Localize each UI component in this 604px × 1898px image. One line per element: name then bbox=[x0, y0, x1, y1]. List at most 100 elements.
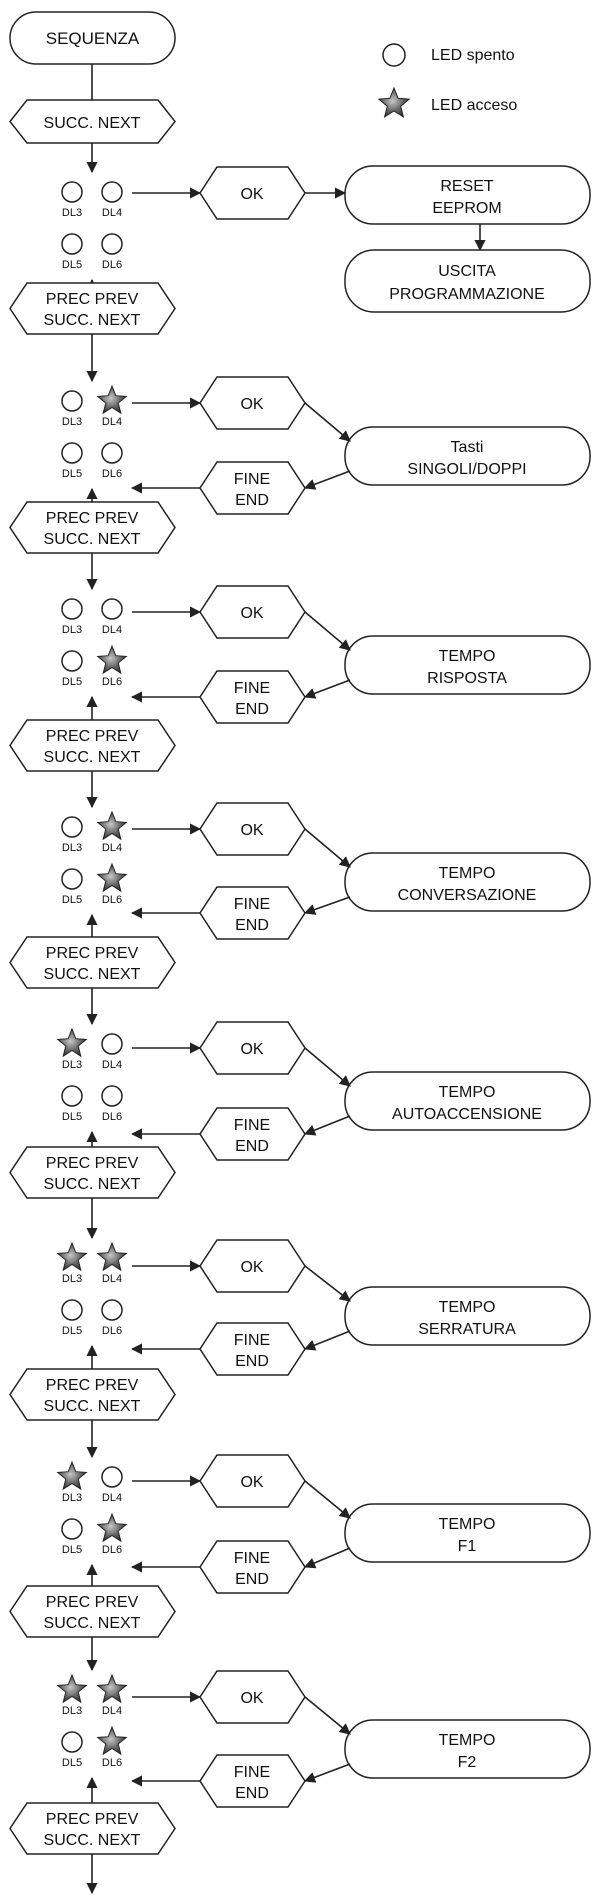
ok-button-8: OK bbox=[199, 1670, 306, 1724]
nav-label-line1: PREC PREV bbox=[46, 291, 139, 308]
action-label-line1: TEMPO bbox=[439, 1732, 496, 1749]
ok-button-5: OK bbox=[199, 1021, 306, 1075]
nav-first-label: SUCC. NEXT bbox=[44, 115, 141, 132]
led-on-icon bbox=[96, 1241, 128, 1272]
led-label: DL4 bbox=[102, 1059, 122, 1071]
led-off-icon bbox=[61, 390, 83, 412]
ok-label: OK bbox=[240, 396, 263, 413]
action-to-end-arrow bbox=[303, 1115, 351, 1136]
end-label-line2: END bbox=[235, 1785, 269, 1802]
led-label: DL4 bbox=[102, 207, 122, 219]
led-label: DL5 bbox=[62, 1757, 82, 1769]
action-to-end-arrow bbox=[303, 470, 351, 490]
led-label: DL4 bbox=[102, 842, 122, 854]
nav-label-line1: PREC PREV bbox=[46, 1594, 139, 1611]
led-off-icon bbox=[61, 598, 83, 620]
nav-label-line2: SUCC. NEXT bbox=[44, 1398, 141, 1415]
led-off-icon bbox=[61, 868, 83, 890]
led-label: DL3 bbox=[62, 1492, 82, 1504]
action-label-line1: Tasti bbox=[451, 439, 484, 456]
nav-label-line1: PREC PREV bbox=[46, 1155, 139, 1172]
led-label: DL5 bbox=[62, 1111, 82, 1123]
led-off-icon bbox=[101, 442, 123, 464]
led-label: DL4 bbox=[102, 1492, 122, 1504]
ok-to-action-arrow bbox=[304, 828, 351, 868]
led-label: DL3 bbox=[62, 207, 82, 219]
led-label: DL5 bbox=[62, 894, 82, 906]
led-off-icon bbox=[101, 598, 123, 620]
nav-label-line2: SUCC. NEXT bbox=[44, 312, 141, 329]
led-label: DL3 bbox=[62, 1705, 82, 1717]
action-to-end-arrow bbox=[303, 679, 351, 699]
nav-box-1: PREC PREV SUCC. NEXT bbox=[9, 282, 176, 335]
nav-first-box: SUCC. NEXT bbox=[9, 99, 176, 144]
end-label-line1: FINE bbox=[234, 896, 270, 913]
end-label-line1: FINE bbox=[234, 1550, 270, 1567]
ok-to-action-arrow bbox=[304, 1265, 351, 1302]
led-label: DL5 bbox=[62, 1325, 82, 1337]
led-off-icon bbox=[61, 650, 83, 672]
led-label: DL4 bbox=[102, 624, 122, 636]
nav-label-line2: SUCC. NEXT bbox=[44, 1615, 141, 1632]
led-on-icon bbox=[96, 1673, 128, 1704]
led-label: DL6 bbox=[102, 1111, 122, 1123]
action-label-line1: TEMPO bbox=[439, 1516, 496, 1533]
ok-button-2: OK bbox=[199, 376, 306, 430]
led-label: DL4 bbox=[102, 1273, 122, 1285]
end-label-line2: END bbox=[235, 1138, 269, 1155]
exit-label-line2: PROGRAMMAZIONE bbox=[389, 286, 545, 303]
action-label-line2: SINGOLI/DOPPI bbox=[407, 461, 526, 478]
led-off-icon bbox=[101, 233, 123, 255]
action-label-line2: AUTOACCENSIONE bbox=[392, 1106, 542, 1123]
action-label-line1: TEMPO bbox=[439, 1299, 496, 1316]
action-to-end-arrow bbox=[303, 1330, 351, 1351]
legend: LED spento LED acceso bbox=[377, 43, 517, 118]
led-off-icon bbox=[61, 1299, 83, 1321]
led-label: DL4 bbox=[102, 416, 122, 428]
end-button-7: FINE END bbox=[199, 1540, 306, 1594]
led-label: DL5 bbox=[62, 1544, 82, 1556]
end-label-line1: FINE bbox=[234, 680, 270, 697]
action-label-line2: F2 bbox=[458, 1754, 477, 1771]
ok-button-4: OK bbox=[199, 802, 306, 856]
led-off-icon bbox=[101, 1033, 123, 1055]
action-to-end-arrow bbox=[303, 1547, 351, 1569]
ok-label: OK bbox=[240, 186, 263, 203]
led-label: DL6 bbox=[102, 259, 122, 271]
end-label-line2: END bbox=[235, 1571, 269, 1588]
ok-to-action-arrow bbox=[304, 1047, 351, 1087]
ok-label: OK bbox=[240, 605, 263, 622]
led-off-icon bbox=[61, 1085, 83, 1107]
nav-label-line2: SUCC. NEXT bbox=[44, 1832, 141, 1849]
led-on-icon bbox=[96, 384, 128, 415]
led-on-icon bbox=[96, 810, 128, 841]
led-label: DL3 bbox=[62, 416, 82, 428]
led-on-icon bbox=[377, 86, 411, 118]
action-label-line2: CONVERSAZIONE bbox=[398, 887, 537, 904]
led-on-icon bbox=[96, 1512, 128, 1543]
ok-to-action-arrow bbox=[304, 1480, 351, 1519]
nav-label-line2: SUCC. NEXT bbox=[44, 966, 141, 983]
